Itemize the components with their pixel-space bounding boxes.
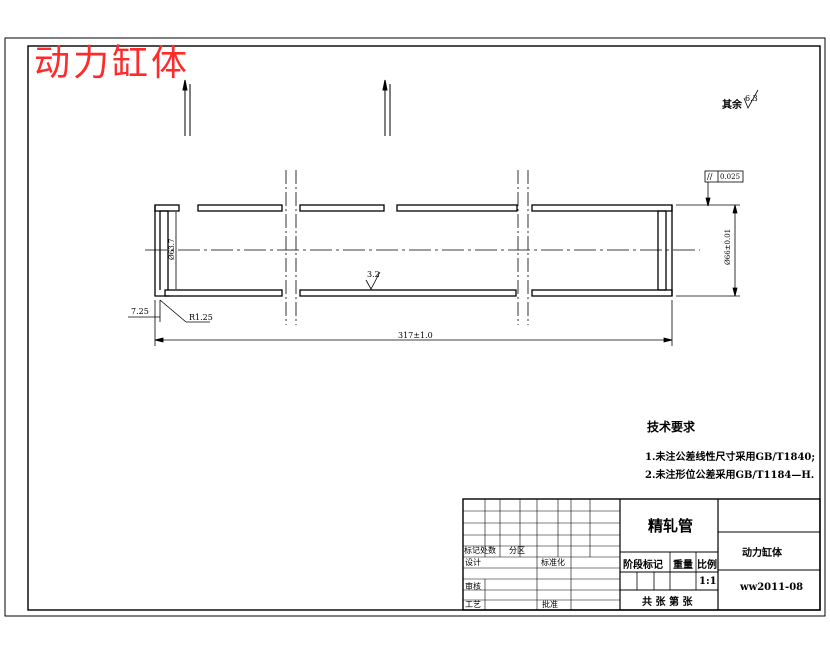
drawing-stamp-title: 动力缸体	[34, 43, 191, 84]
tube-end-right	[657, 205, 673, 296]
tube-end-left	[154, 205, 170, 297]
sheets-label: 共 张 第 张	[642, 597, 693, 608]
standardization-label: 标准化	[541, 558, 565, 567]
zone-label: 分区	[509, 546, 525, 555]
offset-dimension-label: 7.25	[131, 307, 149, 316]
surface-finish-inner-value: 3.2	[367, 270, 380, 279]
surface-finish-inner-symbol	[365, 271, 381, 290]
offset-dimension	[128, 299, 210, 323]
scale-value: 1:1	[699, 576, 717, 587]
break-lines	[285, 170, 529, 325]
radius-dimension-label: R1.25	[189, 313, 213, 322]
title-block	[462, 498, 821, 611]
tube-wall-top	[154, 204, 673, 212]
tech-requirement-1: 1.未注公差线性尺寸采用GB/T1840;	[645, 452, 816, 463]
tech-requirement-2: 2.未注形位公差采用GB/T1184—H.	[645, 470, 815, 481]
assembly-name: 动力缸体	[742, 548, 782, 559]
outer-diameter-label: Ø66±0.01	[724, 228, 732, 265]
drawing-frame	[4, 37, 826, 617]
design-label: 设计	[465, 558, 481, 567]
weight-label: 重量	[673, 560, 693, 571]
tolerance-value: 0.025	[720, 173, 741, 181]
tolerance-frame	[704, 170, 744, 207]
inner-frame	[27, 45, 821, 611]
scale-label: 比例	[697, 560, 717, 571]
length-dimension-label: 317±1.0	[398, 331, 433, 340]
tube-wall-bottom	[164, 289, 673, 297]
review-label: 审核	[465, 582, 481, 591]
surface-finish-symbol	[743, 89, 759, 109]
stage-mark-label: 阶段标记	[623, 560, 663, 571]
drawing-number: ww2011-08	[740, 582, 804, 593]
surface-finish-other-label: 其余	[722, 100, 742, 111]
revision-row-label: 标记处数	[464, 546, 496, 555]
process-label: 工艺	[465, 600, 481, 609]
diameter-dimension	[676, 204, 740, 297]
length-dimension	[154, 300, 673, 346]
section-arrow-left	[182, 79, 191, 136]
tolerance-symbol: //	[707, 172, 713, 181]
part-name: 精轧管	[648, 517, 694, 535]
surface-finish-other-value: 6.3	[745, 94, 758, 103]
inner-diameter-label: Ø63.7	[168, 238, 176, 260]
approve-label: 批准	[542, 600, 558, 609]
section-arrow-right	[382, 79, 391, 136]
tech-requirements-heading: 技术要求	[647, 420, 696, 434]
